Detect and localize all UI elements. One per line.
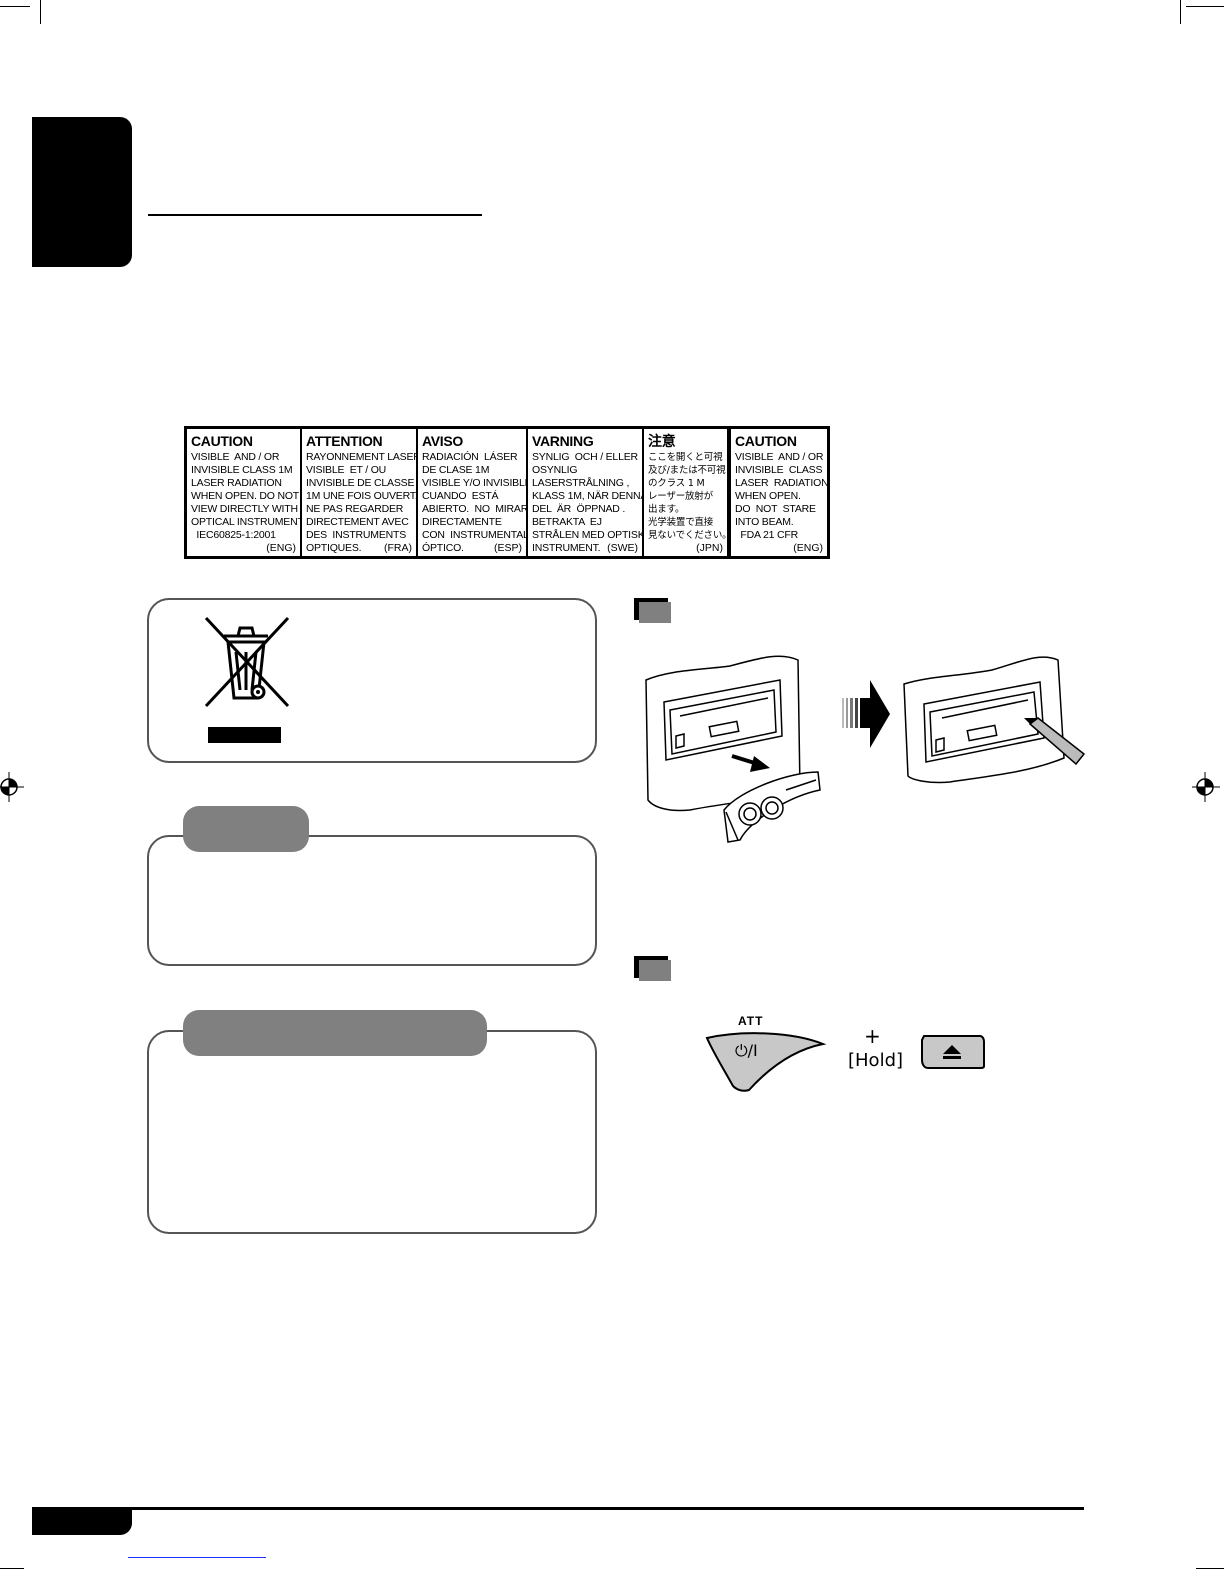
label-column-jpn: 注意 ここを開くと可視 及び/または不可視 のクラス 1 M レーザー放射が 出…	[644, 429, 731, 556]
crop-mark-bottom-left-h	[0, 1568, 24, 1569]
label-text: SYNLIG OCH / ELLER OSYNLIG LASERSTRÅLNIN…	[532, 451, 644, 554]
disposal-black-bar	[208, 727, 281, 743]
crop-mark-top-right-v	[1180, 0, 1181, 24]
detach-direction-arrow-icon	[731, 754, 770, 772]
power-button-label: ⏻/I	[735, 1041, 758, 1060]
notice-heading-pill	[183, 806, 309, 852]
plus-sign: +	[864, 1024, 881, 1048]
label-column-eng-fda: CAUTION VISIBLE AND / OR INVISIBLE CLASS…	[731, 429, 827, 556]
title-underline	[148, 214, 482, 216]
crop-mark-top-left-h	[0, 6, 30, 7]
label-column-eng: CAUTION VISIBLE AND / OR INVISIBLE CLASS…	[187, 429, 302, 556]
label-language-code: (SWE)	[607, 542, 638, 554]
label-heading: AVISO	[422, 433, 464, 449]
label-text: RADIACIÓN LÁSER DE CLASE 1M VISIBLE Y/O …	[422, 451, 528, 554]
label-heading: CAUTION	[191, 433, 253, 449]
label-text: ここを開くと可視 及び/または不可視 のクラス 1 M レーザー放射が 出ます。…	[648, 452, 731, 541]
crossed-out-wheelie-bin-icon	[204, 616, 290, 708]
label-language-code: (ENG)	[266, 542, 296, 554]
label-column-esp: AVISO RADIACIÓN LÁSER DE CLASE 1M VISIBL…	[418, 429, 528, 556]
label-language-code: (ESP)	[493, 542, 522, 554]
language-tab	[32, 117, 132, 267]
section-marker-reset	[634, 956, 671, 981]
label-heading: VARNING	[532, 433, 594, 449]
notice-box	[147, 835, 597, 966]
section-marker-detach	[634, 598, 671, 623]
label-column-swe: VARNING SYNLIG OCH / ELLER OSYNLIG LASER…	[528, 429, 644, 556]
label-language-code: (FRA)	[384, 542, 412, 554]
pen-icon	[1024, 717, 1086, 766]
eject-button[interactable]	[920, 1034, 986, 1070]
label-heading: ATTENTION	[306, 433, 383, 449]
registration-mark-right-icon	[1192, 772, 1220, 802]
att-label: ATT	[738, 1014, 764, 1028]
label-heading: 注意	[648, 433, 676, 449]
footer-rule	[32, 1507, 1084, 1510]
detach-panel-illustration	[645, 655, 821, 843]
label-language-code: (JPN)	[696, 542, 723, 554]
crop-mark-bottom-right-h	[1196, 1568, 1224, 1569]
disposal-info-box	[147, 598, 597, 763]
label-text: RAYONNEMENT LASER VISIBLE ET / OU INVISI…	[306, 451, 418, 554]
registration-mark-left-icon	[0, 772, 24, 802]
crop-mark-top-right-h	[1186, 6, 1224, 7]
label-column-fra: ATTENTION RAYONNEMENT LASER VISIBLE ET /…	[302, 429, 418, 556]
power-att-button[interactable]	[703, 1028, 827, 1094]
footer-link-underline	[128, 1557, 266, 1558]
label-text: VISIBLE AND / OR INVISIBLE CLASS 1M LASE…	[191, 451, 300, 541]
label-text: VISIBLE AND / OR INVISIBLE CLASS Ⅱ LASER…	[735, 451, 827, 541]
eject-icon	[943, 1045, 961, 1059]
right-arrow-icon	[842, 680, 890, 748]
hold-label: [Hold]	[848, 1050, 904, 1071]
label-heading: CAUTION	[735, 433, 797, 449]
reset-pen-illustration	[903, 656, 1086, 784]
laser-caution-label: CAUTION VISIBLE AND / OR INVISIBLE CLASS…	[184, 426, 830, 559]
page-number-tab	[32, 1509, 132, 1535]
precaution-box	[147, 1030, 597, 1234]
crop-mark-top-left-v	[40, 0, 41, 24]
label-language-code: (ENG)	[793, 542, 823, 554]
precaution-heading-pill	[183, 1010, 487, 1056]
